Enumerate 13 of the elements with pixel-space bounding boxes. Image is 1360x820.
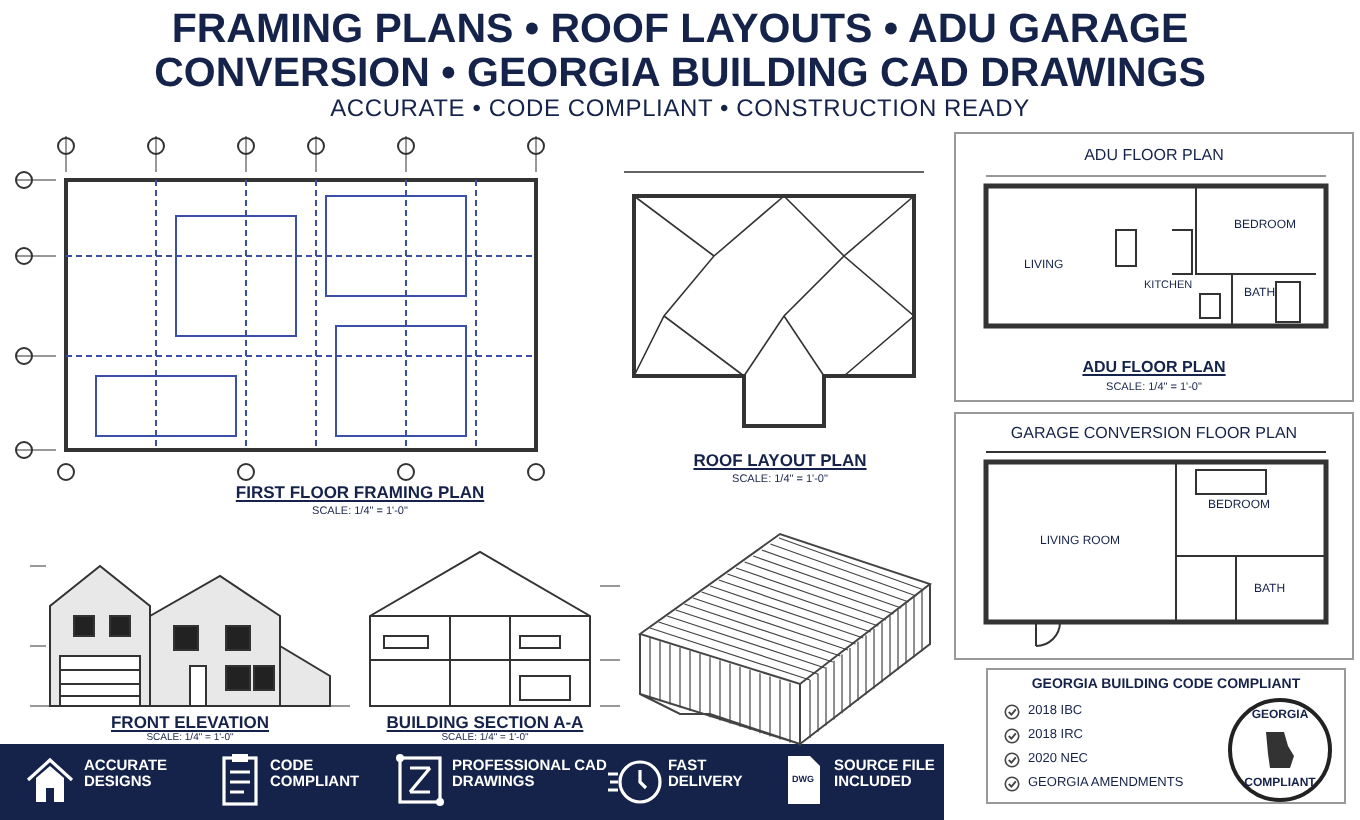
- adu-plan-panel: [954, 132, 1354, 402]
- plan-title: ADU FLOOR PLAN: [1080, 360, 1228, 378]
- panel-heading: ADU FLOOR PLAN: [1082, 148, 1226, 166]
- compliance-box: [986, 668, 1346, 804]
- panel-heading: GARAGE CONVERSION FLOOR PLAN: [1008, 426, 1300, 444]
- garage-plan-panel: [954, 412, 1354, 660]
- subtitle: ACCURATE • CODE COMPLIANT • CONSTRUCTION READY: [328, 96, 1032, 123]
- drawing-title: FIRST FLOOR FRAMING PLAN: [233, 484, 487, 503]
- page-title: FRAMING PLANS • ROOF LAYOUTS • ADU GARAGE CONVERSION • GEORGIA BUILDING CAD DRAWINGS: [152, 8, 1208, 96]
- drawing-title: ROOF LAYOUT PLAN: [691, 452, 869, 471]
- compliance-seal: [1228, 698, 1332, 802]
- drawing-title: FRONT ELEVATION: [108, 714, 271, 732]
- drawing-title: BUILDING SECTION A-A: [384, 714, 586, 732]
